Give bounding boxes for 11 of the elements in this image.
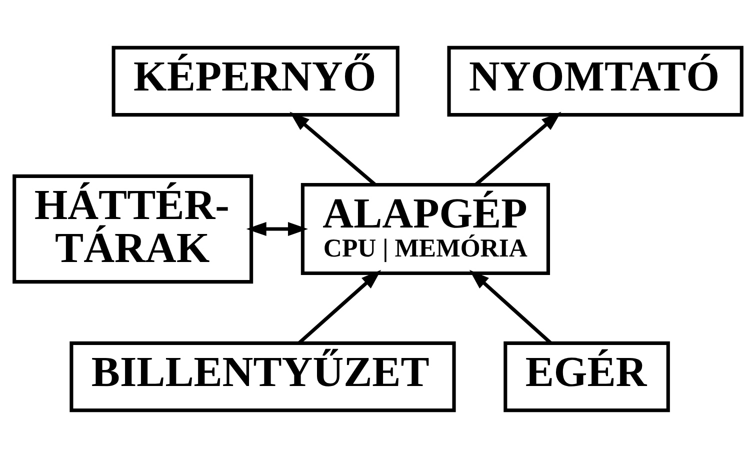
arrow [474,111,562,186]
arrow [290,111,376,186]
node-box: BILLENTYŰZET [70,340,456,412]
node-box: KÉPERNYŐ [112,45,400,116]
arrow [298,269,382,344]
node-box: NYOMTATÓ [447,45,744,116]
arrow [246,221,308,236]
node-box: HÁTTÉR- TÁRAK [12,174,254,284]
arrow [469,269,552,344]
node-box: EGÉR [504,340,670,412]
node-box: ALAPGÉP CPU | MEMÓRIA [300,182,550,275]
